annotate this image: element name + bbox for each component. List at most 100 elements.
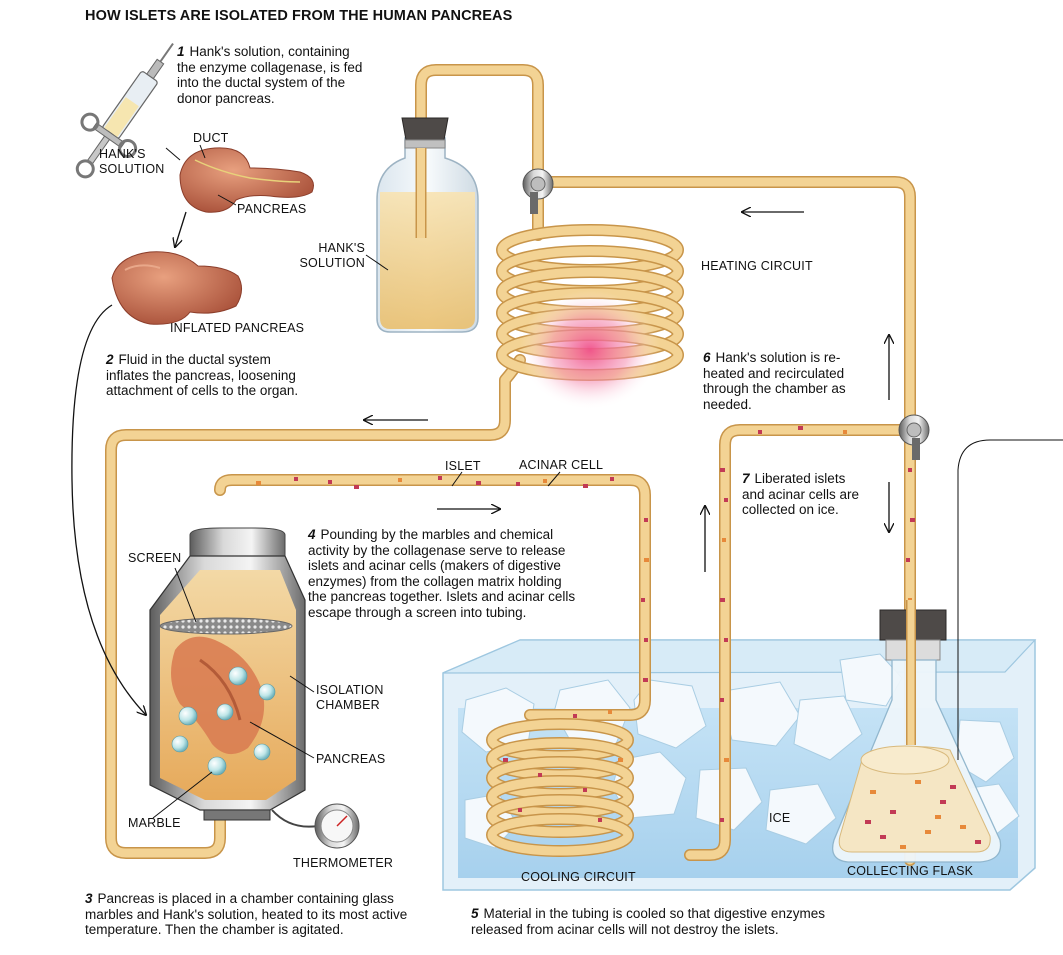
- step-3-number: 3: [85, 891, 93, 906]
- cell-speck: [798, 426, 803, 430]
- collected-cell: [960, 825, 966, 829]
- cell-speck: [354, 485, 359, 489]
- isolation-chamber: [149, 527, 306, 821]
- cell-speck: [583, 484, 588, 488]
- cell-speck: [643, 678, 648, 682]
- step-4-number: 4: [308, 527, 316, 542]
- step-4-line-5: the pancreas together. Islets and acinar…: [308, 589, 576, 604]
- step-3-line-1: Pancreas is placed in a chamber containi…: [97, 891, 394, 906]
- collected-cell: [935, 815, 941, 819]
- flow-arrows: [71, 212, 889, 715]
- cell-speck: [906, 558, 910, 562]
- step-2-line-2: inflates the pancreas, loosening: [106, 367, 296, 383]
- cell-speck: [644, 638, 648, 642]
- step-5-line-2: released from acinar cells will not dest…: [471, 921, 779, 937]
- cell-speck: [720, 598, 725, 602]
- tubing: [105, 64, 916, 866]
- cell-speck: [256, 481, 261, 485]
- label-pancreas-chamber: PANCREAS: [316, 752, 386, 766]
- cell-speck: [724, 498, 728, 502]
- coil-loop: [487, 814, 633, 856]
- pointer-lines: [152, 144, 1063, 819]
- collected-cell: [915, 780, 921, 784]
- cell-speck: [910, 518, 915, 522]
- label-heating-circuit: HEATING CIRCUIT: [701, 259, 813, 273]
- label-inflated-pancreas: INFLATED PANCREAS: [170, 321, 305, 335]
- step-7-line-1: Liberated islets: [754, 471, 846, 486]
- step-6-line-4: needed.: [703, 396, 752, 412]
- collected-cell: [950, 785, 956, 789]
- label-acinar-cell: ACINAR CELL: [519, 458, 604, 472]
- step-3-line-3: temperature. Then the chamber is agitate…: [85, 922, 344, 937]
- cell-speck: [618, 758, 623, 762]
- collected-cell: [865, 820, 871, 824]
- donor-pancreas: [179, 147, 314, 213]
- cell-speck: [908, 468, 912, 472]
- step-4-line-3: islets and acinar cells (makers of diges…: [308, 558, 561, 573]
- step-3-caption: 3 Pancreas is placed in a chamber contain…: [85, 891, 407, 938]
- solution-bottle: [376, 117, 479, 333]
- collected-cell: [890, 810, 896, 814]
- step-5-number: 5: [471, 906, 479, 921]
- cell-speck: [598, 818, 602, 822]
- step-4-line-6: escape through a screen into tubing.: [308, 604, 527, 620]
- cell-speck: [720, 698, 724, 702]
- step-7-line-2: and acinar cells are: [742, 486, 860, 502]
- step-2-line-1: Fluid in the ductal system: [118, 352, 271, 367]
- step-2-number: 2: [106, 352, 114, 367]
- label-isolation-chamber: ISOLATION CHAMBER: [316, 683, 384, 712]
- cell-speck: [438, 476, 442, 480]
- cell-speck: [724, 638, 728, 642]
- step-6-number: 6: [703, 350, 711, 365]
- collected-cells: [865, 780, 981, 849]
- label-cooling-circuit: COOLING CIRCUIT: [521, 870, 636, 884]
- step-4-line-4: enzymes) from the collagen matrix holdin…: [308, 573, 562, 589]
- cell-speck: [543, 479, 547, 483]
- label-ice: ICE: [769, 811, 791, 825]
- cell-speck: [641, 598, 645, 602]
- label-marble: MARBLE: [128, 816, 181, 830]
- step-4-line-2: activity by the collagenase serve to rel…: [308, 542, 566, 558]
- cell-speck: [758, 430, 762, 434]
- step-1-line-1: Hank's solution, containing: [189, 44, 350, 59]
- step-6-line-1: Hank's solution is re-: [715, 350, 841, 365]
- collected-cell: [925, 830, 931, 834]
- syringe: [75, 42, 174, 179]
- step-7-number: 7: [742, 471, 750, 486]
- cell-speck: [644, 518, 648, 522]
- cell-speck: [476, 481, 481, 485]
- valve-upper: [522, 168, 554, 214]
- cell-speck: [610, 477, 614, 481]
- cell-speck: [503, 758, 508, 762]
- step-1-line-4: donor pancreas.: [177, 90, 275, 106]
- heat-glow: [520, 290, 660, 410]
- cell-speck: [294, 477, 298, 481]
- collected-cell: [940, 800, 946, 804]
- step-2-caption: 2 Fluid in the ductal system inflates the…: [106, 352, 298, 399]
- label-duct: DUCT: [193, 131, 229, 145]
- cell-speck: [608, 710, 612, 714]
- cell-speck: [516, 482, 520, 486]
- marbles: [171, 666, 276, 776]
- label-pancreas-donor: PANCREAS: [237, 202, 307, 216]
- cell-speck: [573, 714, 577, 718]
- step-4-line-1: Pounding by the marbles and chemical: [320, 527, 554, 542]
- step-1-number: 1: [177, 44, 185, 59]
- cell-speck: [518, 808, 522, 812]
- collected-cell: [975, 840, 981, 844]
- label-thermometer: THERMOMETER: [293, 856, 394, 870]
- collecting-flask: [831, 600, 1002, 863]
- cooling-coil: [486, 718, 634, 857]
- label-hanks-solution-syringe: HANK'S SOLUTION: [99, 147, 165, 176]
- step-1-line-3: into the ductal system of the: [177, 75, 346, 90]
- cell-speck: [328, 480, 332, 484]
- collected-cell: [870, 790, 876, 794]
- cell-speck: [843, 430, 847, 434]
- collected-cell: [880, 835, 886, 839]
- step-3-line-2: marbles and Hank's solution, heated to i…: [85, 906, 408, 922]
- label-islet: ISLET: [445, 459, 481, 473]
